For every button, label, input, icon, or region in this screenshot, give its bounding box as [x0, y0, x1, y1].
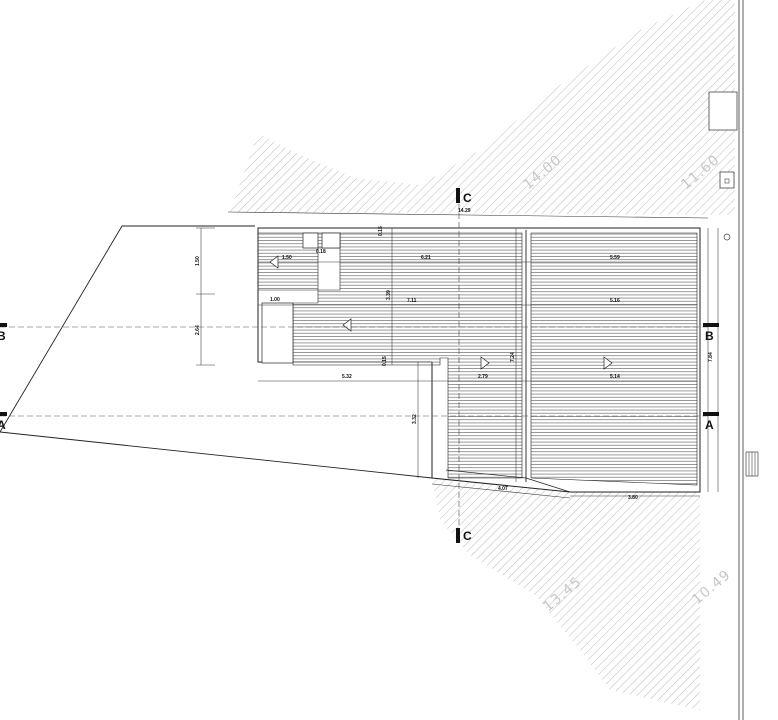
- dim-vert-015: 0.15: [382, 356, 388, 366]
- section-label-c-bottom: C: [463, 529, 472, 543]
- right-box-tiny: [724, 178, 730, 184]
- dim-span-279: 2.79: [478, 374, 488, 380]
- section-marker-a-right: [703, 412, 719, 416]
- section-label-a-right: A: [705, 418, 714, 432]
- terrace-opening: [261, 302, 294, 364]
- section-marker-b-right: [703, 323, 719, 327]
- site-boundary: [0, 225, 433, 479]
- slope-arrow-center: [342, 318, 352, 332]
- dim-left-1: 1.50: [282, 255, 292, 261]
- section-marker-b-left: [0, 323, 7, 327]
- section-marker-a-left: [0, 412, 7, 416]
- section-marker-c-top: [456, 188, 460, 203]
- dimension-lines: [196, 211, 719, 499]
- right-marker-circle: [723, 233, 731, 241]
- dim-vert-332: 3.32: [412, 414, 418, 424]
- skylight-opening-2: [321, 232, 341, 249]
- dim-span-532: 5.32: [342, 374, 352, 380]
- dim-vert-784: 7.84: [708, 352, 714, 362]
- dim-mid-small: 0.18: [316, 249, 326, 255]
- dim-span-559: 5.59: [610, 255, 620, 261]
- section-label-a-left: A: [0, 418, 6, 432]
- dim-top-small: 0.15: [378, 226, 384, 236]
- inner-roof-edge: [445, 469, 571, 493]
- dim-span-380: 3.80: [628, 495, 638, 501]
- roof-plane-main: [292, 232, 523, 479]
- slope-arrow-mid: [480, 356, 490, 370]
- terrain-hatch-top: [230, 0, 735, 215]
- dim-vert-264: 2.64: [195, 325, 201, 335]
- terrain-hatch-bottom: [432, 478, 700, 710]
- dim-left-2: 1.00: [270, 297, 280, 303]
- slope-arrow-east: [603, 356, 613, 370]
- slope-arrow-west: [269, 255, 279, 269]
- dim-span-621: 6.21: [421, 255, 431, 261]
- dim-span-407: 4.07: [498, 486, 508, 492]
- dim-vert-339: 3.39: [386, 290, 392, 300]
- section-label-c-top: C: [463, 191, 472, 205]
- right-box-large: [708, 91, 738, 131]
- right-box-small: [719, 171, 735, 189]
- dim-vert-724: 7.24: [510, 352, 516, 362]
- section-marker-c-bottom: [456, 528, 460, 543]
- right-vent-grille: [745, 451, 759, 477]
- dim-overall-width: 14.29: [458, 208, 471, 214]
- section-label-b-right: B: [705, 329, 714, 343]
- dim-span-711: 7.11: [407, 298, 417, 304]
- dim-left-top: 1.50: [195, 256, 201, 266]
- section-label-b-left: B: [0, 329, 6, 343]
- skylight-opening-1: [302, 232, 319, 249]
- dim-span-514: 5.14: [610, 374, 620, 380]
- dim-span-516: 5.16: [610, 298, 620, 304]
- roof-plane-east: [530, 232, 698, 486]
